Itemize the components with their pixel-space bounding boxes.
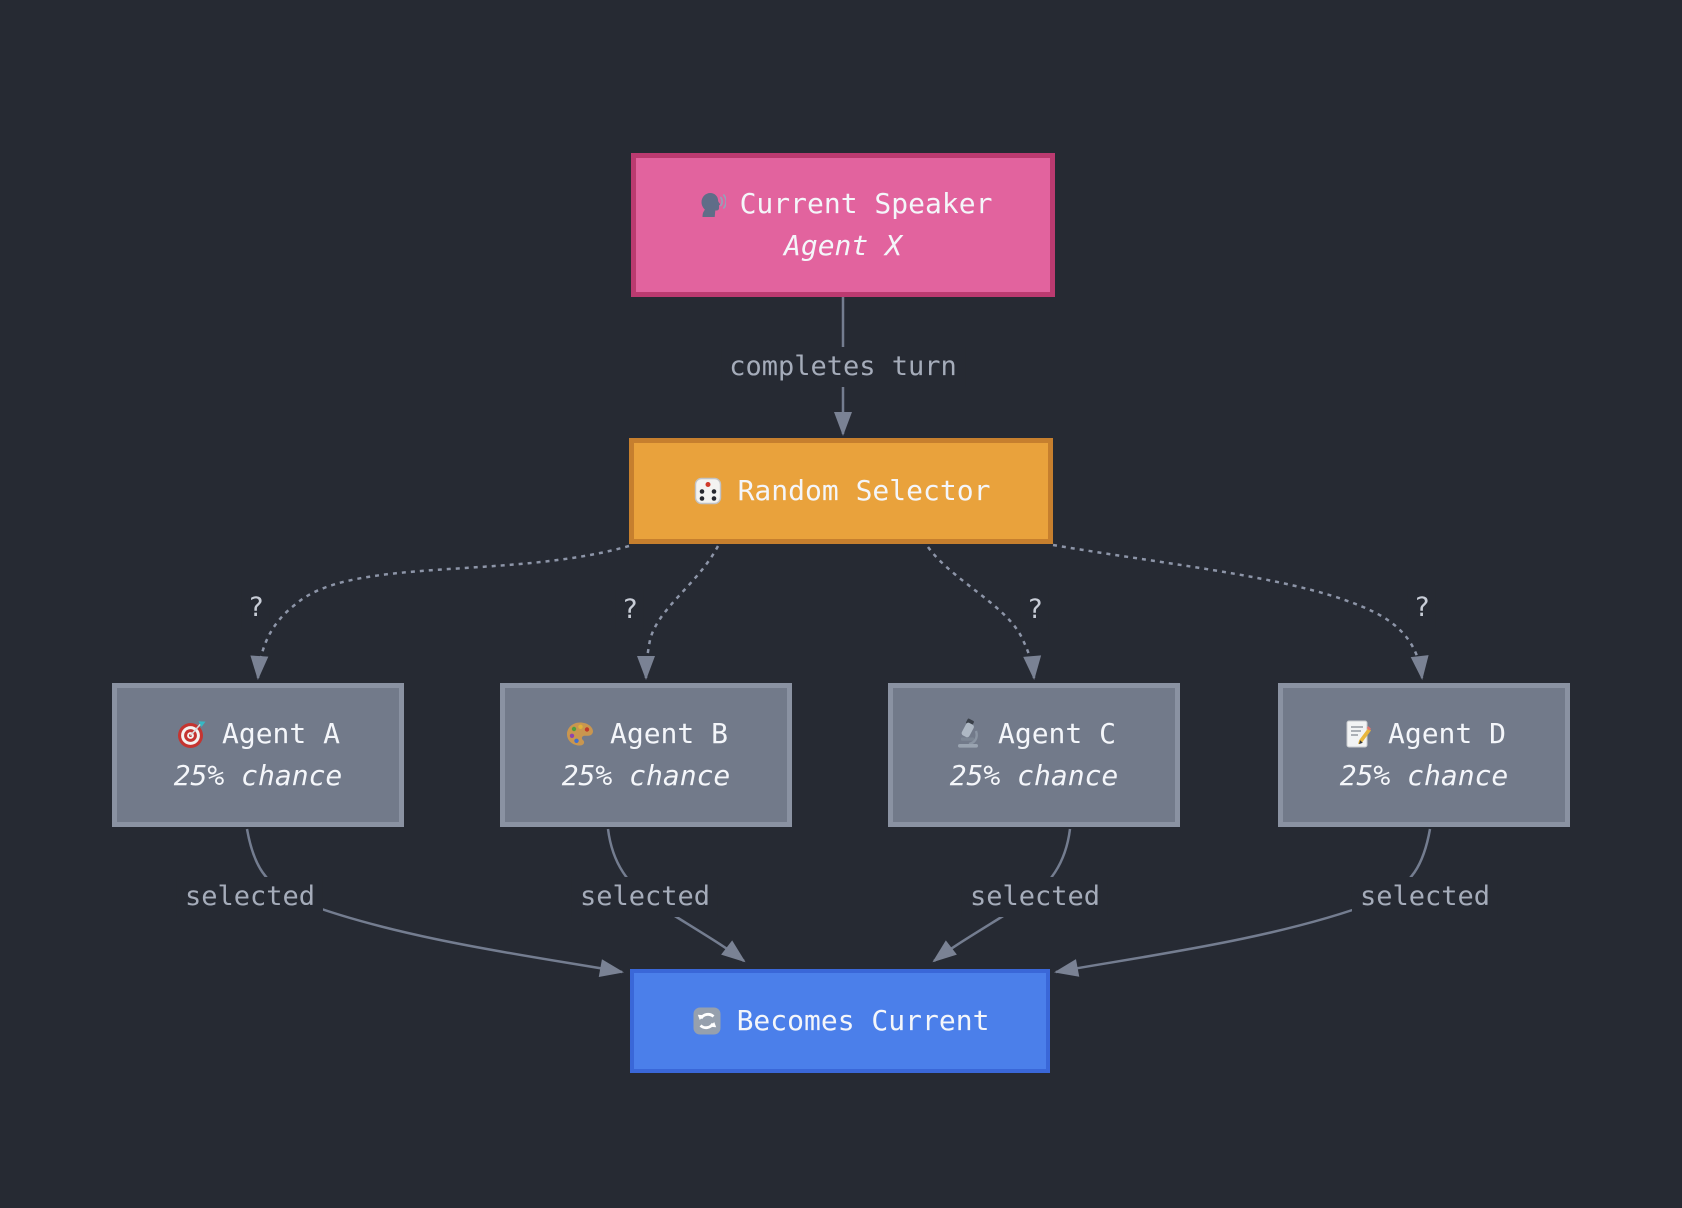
edge-label-question-a: ?: [241, 588, 271, 628]
node-agent-a: Agent A 25% chance: [112, 683, 404, 827]
edge-label-question-d: ?: [1407, 588, 1437, 628]
edge-label-question-b: ?: [615, 590, 645, 630]
edge-label-selected-c: selected: [961, 877, 1109, 917]
edge-label-selected-d: selected: [1351, 877, 1499, 917]
node-current-speaker: Current Speaker Agent X: [631, 153, 1055, 297]
edge-selector-to-agent-b: [637, 545, 720, 680]
node-random-selector: Random Selector: [629, 438, 1053, 544]
node-label: Agent D: [1387, 717, 1506, 750]
node-sublabel: 25% chance: [173, 759, 343, 792]
node-label: Agent A: [221, 717, 340, 750]
edge-agent-a-to-current: [245, 828, 624, 977]
edge-agent-d-to-current: [1054, 828, 1432, 977]
counterclockwise-arrows-icon: [691, 1005, 723, 1037]
node-label: Agent C: [997, 717, 1116, 750]
node-becomes-current: Becomes Current: [630, 969, 1050, 1073]
target-icon: [176, 718, 208, 750]
node-sublabel: 25% chance: [561, 759, 731, 792]
game-die-icon: [692, 475, 724, 507]
node-label: Becomes Current: [736, 1004, 990, 1037]
microscope-icon: [952, 718, 984, 750]
node-label: Random Selector: [737, 474, 991, 507]
edge-label-completes-turn: completes turn: [721, 347, 965, 387]
memo-icon: [1342, 718, 1374, 750]
edge-selector-to-agent-d: [1052, 543, 1429, 680]
node-label: Agent B: [609, 717, 728, 750]
node-agent-d: Agent D 25% chance: [1278, 683, 1570, 827]
edge-label-selected-a: selected: [176, 877, 324, 917]
node-agent-c: Agent C 25% chance: [888, 683, 1180, 827]
node-agent-b: Agent B 25% chance: [500, 683, 792, 827]
node-sublabel: 25% chance: [949, 759, 1119, 792]
artist-palette-icon: [564, 718, 596, 750]
edge-label-selected-b: selected: [571, 877, 719, 917]
edge-label-question-c: ?: [1020, 590, 1050, 630]
edge-selector-to-agent-a: [250, 544, 630, 680]
node-label: Current Speaker: [739, 187, 993, 220]
speaking-head-icon: [694, 188, 726, 220]
edge-selector-to-agent-c: [926, 546, 1042, 680]
node-sublabel: Agent X: [783, 229, 902, 262]
node-sublabel: 25% chance: [1339, 759, 1509, 792]
